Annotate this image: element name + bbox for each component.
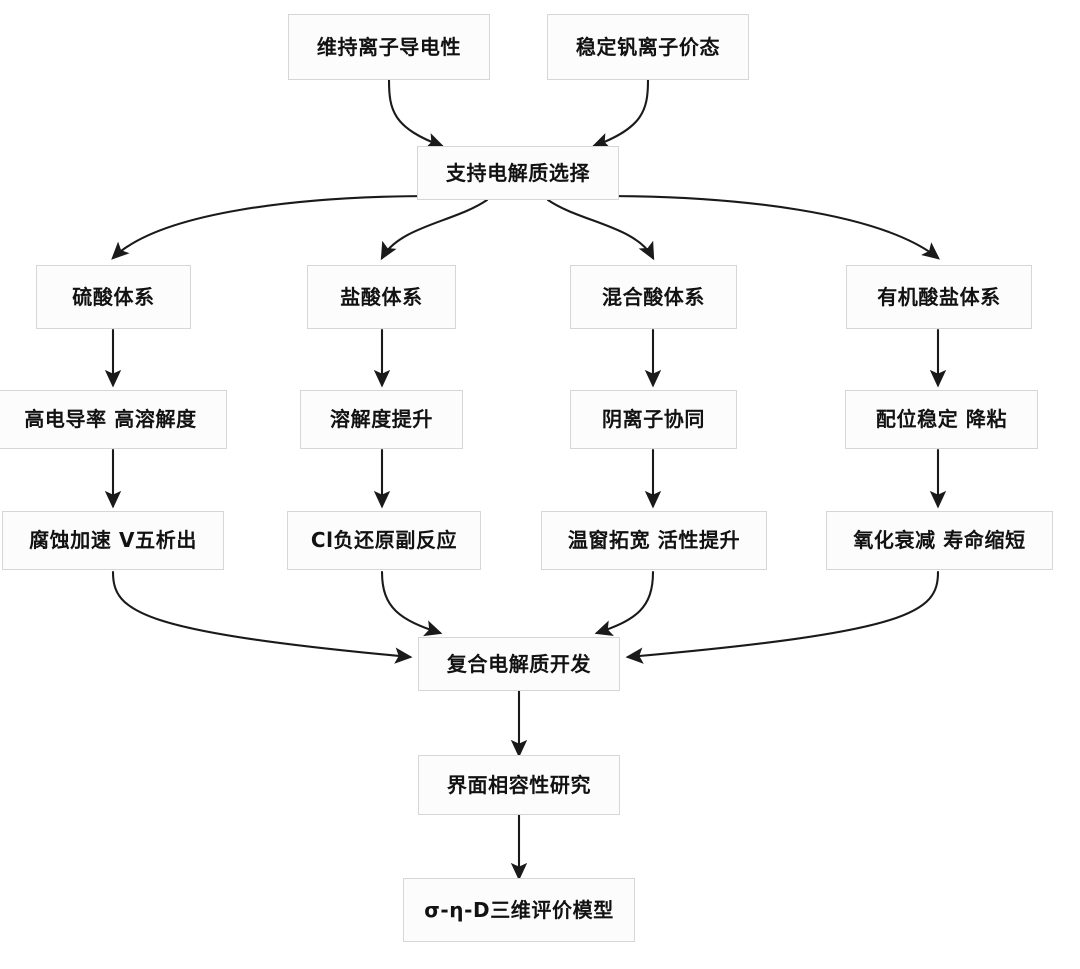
node-label: 盐酸体系 (340, 284, 423, 309)
edge-cl-reduction-to-composite (380, 570, 443, 637)
node-cl-negative-reduction-side-reaction[interactable]: Cl负还原副反应 (287, 511, 481, 570)
node-label: 配位稳定 降粘 (875, 407, 1008, 431)
node-maintain-ion-conductivity[interactable]: 维持离子导电性 (288, 14, 490, 80)
edge-temperature-to-composite (594, 570, 655, 636)
node-label: 氧化衰减 寿命缩短 (853, 528, 1026, 552)
node-hydrochloric-acid-system[interactable]: 盐酸体系 (307, 265, 456, 329)
node-composite-electrolyte-development[interactable]: 复合电解质开发 (418, 637, 620, 691)
node-supporting-electrolyte-selection[interactable]: 支持电解质选择 (417, 146, 619, 200)
node-coordination-stability-viscosity-reduction[interactable]: 配位稳定 降粘 (845, 390, 1038, 449)
node-label: 支持电解质选择 (445, 160, 591, 185)
node-anion-synergy[interactable]: 阴离子协同 (570, 390, 737, 449)
node-sigma-eta-d-evaluation-model[interactable]: σ-η-D三维评价模型 (403, 878, 635, 942)
node-label: 混合酸体系 (602, 284, 705, 309)
node-label: 溶解度提升 (330, 407, 433, 431)
node-label: 高电导率 高溶解度 (24, 407, 197, 431)
node-organic-acid-salt-system[interactable]: 有机酸盐体系 (846, 265, 1032, 329)
node-label: 腐蚀加速 V五析出 (29, 528, 197, 552)
node-label: 温窗拓宽 活性提升 (567, 528, 741, 552)
node-label: 界面相容性研究 (446, 772, 592, 797)
node-label: 有机酸盐体系 (877, 284, 1001, 309)
edge-oxidative-to-composite (625, 570, 940, 664)
node-corrosion-acceleration-v5-precipitation[interactable]: 腐蚀加速 V五析出 (2, 511, 224, 570)
node-temperature-window-broadening-activity[interactable]: 温窗拓宽 活性提升 (541, 511, 767, 570)
edge-hub-to-sulfuric (111, 194, 436, 260)
node-mixed-acid-system[interactable]: 混合酸体系 (570, 265, 737, 329)
node-label: Cl负还原副反应 (310, 528, 458, 552)
edge-hub-to-mixed (546, 198, 655, 261)
edge-stabilize-to-hub (591, 78, 650, 149)
node-label: 稳定钒离子价态 (575, 34, 721, 59)
node-label: 复合电解质开发 (446, 651, 592, 676)
node-stabilize-vanadium-valence[interactable]: 稳定钒离子价态 (547, 14, 749, 80)
node-interface-compatibility-research[interactable]: 界面相容性研究 (418, 755, 620, 815)
node-high-conductivity-high-solubility[interactable]: 高电导率 高溶解度 (0, 390, 227, 449)
edge-maintain-to-hub (387, 78, 445, 149)
node-solubility-improvement[interactable]: 溶解度提升 (300, 390, 463, 449)
node-oxidative-decay-lifetime-shortening[interactable]: 氧化衰减 寿命缩短 (826, 511, 1053, 570)
node-sulfuric-acid-system[interactable]: 硫酸体系 (36, 265, 191, 329)
node-label: 硫酸体系 (72, 284, 155, 309)
edge-corrosion-to-composite (111, 570, 413, 664)
node-label: 维持离子导电性 (316, 34, 462, 59)
node-label: σ-η-D三维评价模型 (424, 897, 614, 922)
node-label: 阴离子协同 (602, 407, 705, 431)
edge-hub-to-organic (600, 194, 940, 260)
edge-hub-to-hydrochloric (380, 198, 489, 261)
